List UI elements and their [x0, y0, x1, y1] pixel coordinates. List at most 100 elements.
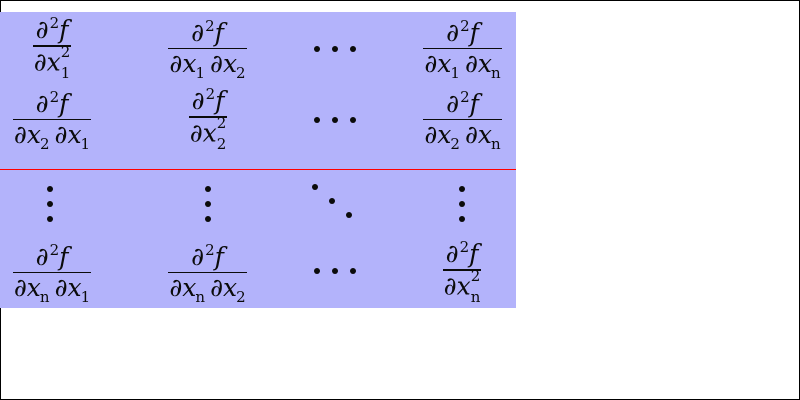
fraction: ∂ 2f ∂x2 ∂xn — [423, 87, 502, 152]
dot — [205, 201, 211, 207]
exponent: 2 — [49, 87, 60, 106]
fraction: ∂2f ∂x1 ∂xn — [423, 16, 502, 81]
denominator: ∂x2 ∂xn — [423, 120, 501, 152]
exponent: 2 — [460, 87, 470, 106]
partial-symbol: ∂ — [54, 120, 68, 150]
partial-symbol: ∂ — [35, 88, 49, 118]
numerator: ∂2f — [191, 85, 226, 116]
fraction-bar — [188, 116, 228, 118]
subscript: 1 — [450, 64, 460, 83]
subscript: 1 — [195, 64, 205, 83]
partial-symbol: ∂ — [424, 49, 438, 79]
dot — [47, 216, 53, 222]
variable: x — [223, 273, 238, 303]
partial-symbol: ∂ — [191, 86, 205, 116]
partial-symbol: ∂ — [13, 120, 27, 150]
entry-2-3-hdots — [305, 84, 365, 154]
dot — [205, 186, 211, 192]
partial-symbol: ∂ — [424, 120, 438, 150]
dot — [350, 46, 356, 52]
fraction-bar — [423, 47, 502, 50]
dot — [332, 117, 338, 123]
partial-symbol: ∂ — [443, 271, 457, 301]
denominator: ∂x1 ∂x2 — [168, 49, 246, 81]
subscript: 1 — [80, 135, 91, 154]
partial-symbol: ∂ — [169, 273, 183, 303]
fraction: ∂2f ∂x2 ∂x1 — [12, 87, 92, 152]
partial-symbol: ∂ — [35, 241, 49, 271]
fraction-bar — [32, 45, 72, 47]
dot — [47, 201, 53, 207]
dot — [459, 186, 465, 192]
dot — [350, 268, 356, 274]
fraction-bar — [168, 271, 247, 274]
dot — [459, 201, 465, 207]
numerator: ∂2f — [445, 238, 480, 267]
dot — [314, 268, 320, 274]
numerator: ∂2f — [35, 87, 70, 118]
fraction: ∂2f ∂x1 ∂x2 — [168, 17, 247, 81]
exponent: 2 — [460, 16, 470, 35]
dot — [346, 212, 352, 218]
dot — [350, 117, 356, 123]
subscript: n — [470, 287, 481, 306]
subscript: 2 — [39, 135, 50, 154]
numerator: ∂2f — [190, 17, 225, 47]
exponent: 2 — [49, 240, 60, 259]
entry-4-1: ∂2f ∂xn ∂x1 — [0, 237, 104, 307]
partial-symbol: ∂ — [464, 120, 478, 150]
variable: x — [477, 120, 492, 150]
denominator: ∂x1 ∂xn — [423, 49, 501, 81]
denominator: ∂xn ∂x1 — [13, 273, 91, 305]
entry-1-4: ∂2f ∂x1 ∂xn — [405, 14, 516, 82]
exponent: 2 — [205, 85, 216, 104]
partial-symbol: ∂ — [33, 47, 47, 77]
function-symbol: f — [59, 241, 69, 271]
variable: x — [46, 47, 61, 77]
fraction-bar — [12, 118, 92, 121]
entry-2-1: ∂2f ∂x2 ∂x1 — [0, 84, 104, 154]
dot — [47, 186, 53, 192]
variable: x — [222, 49, 238, 79]
dot — [459, 216, 465, 222]
denominator: ∂x2 ∂x1 — [13, 120, 91, 152]
function-symbol: f — [469, 88, 479, 118]
superscript: 2 — [470, 266, 481, 285]
function-symbol: f — [214, 17, 224, 47]
entry-1-2: ∂2f ∂x1 ∂x2 — [150, 14, 265, 82]
exponent: 2 — [49, 14, 60, 33]
variable: x — [67, 120, 82, 150]
function-symbol: f — [214, 241, 224, 271]
dot — [314, 46, 320, 52]
entry-3-4-vdots — [452, 180, 472, 230]
dot — [332, 268, 338, 274]
variable: x — [202, 118, 217, 148]
dot — [332, 46, 338, 52]
entry-2-4: ∂ 2f ∂x2 ∂xn — [405, 84, 516, 154]
numerator: ∂2f — [35, 14, 70, 43]
variable: x — [182, 273, 197, 303]
fraction-bar — [168, 47, 247, 50]
exponent: 2 — [459, 238, 470, 257]
subscript: 1 — [60, 63, 71, 82]
subscript: n — [39, 288, 50, 307]
dot — [312, 184, 318, 190]
entry-3-3-ddots — [305, 180, 365, 230]
entry-4-2: ∂2f ∂xn ∂x2 — [150, 237, 265, 307]
partial-symbol: ∂ — [13, 273, 27, 303]
variable: x — [477, 49, 492, 79]
superscript: 2 — [216, 113, 227, 132]
superscript: 2 — [60, 42, 71, 61]
exponent: 2 — [205, 240, 215, 259]
partial-symbol: ∂ — [191, 17, 205, 47]
entry-1-3-hdots — [305, 14, 365, 82]
